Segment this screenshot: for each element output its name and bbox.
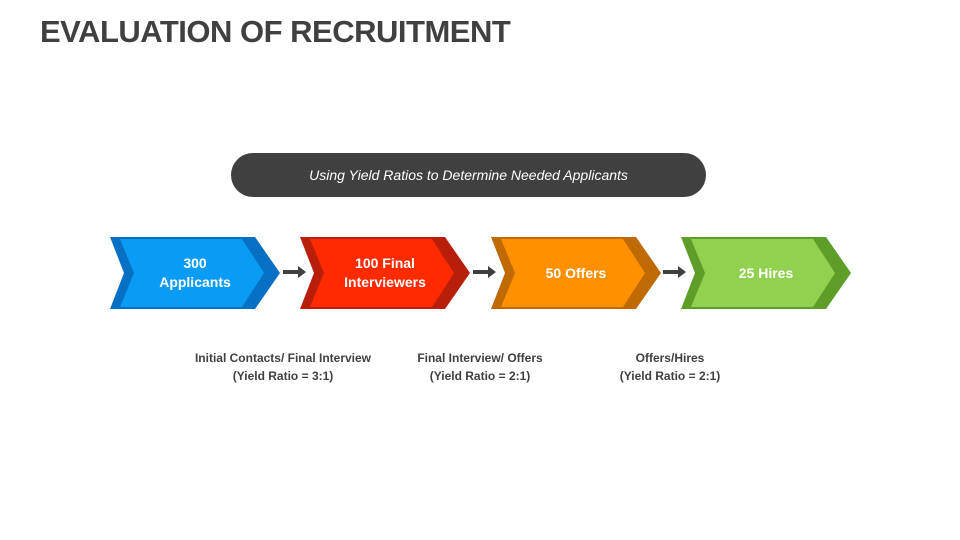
chevron-front	[691, 239, 835, 307]
right-arrow-icon	[473, 266, 496, 278]
stage-label: 25 Hires	[738, 264, 794, 281]
chevron-shape	[300, 237, 470, 309]
stage-label: 50 Offers	[545, 264, 607, 281]
stage-hires: 25 Hires	[681, 237, 851, 309]
chevron-front	[501, 239, 645, 307]
right-arrow-icon	[663, 266, 686, 278]
yield-ratio-caption: Offers/Hires(Yield Ratio = 2:1)	[619, 351, 721, 383]
chevron-shape	[491, 237, 661, 309]
chevron-front	[120, 239, 264, 307]
banner: Using Yield Ratios to Determine Needed A…	[231, 153, 706, 197]
stage-offers: 50 Offers	[491, 237, 661, 309]
banner-text: Using Yield Ratios to Determine Needed A…	[309, 167, 628, 183]
chevron-front	[310, 239, 454, 307]
right-arrow-icon	[283, 266, 306, 278]
page-title: EVALUATION OF RECRUITMENT	[40, 14, 511, 49]
yield-ratio-caption: Final Interview/ Offers(Yield Ratio = 2:…	[417, 351, 543, 383]
yield-ratio-caption: Initial Contacts/ Final Interview(Yield …	[194, 351, 372, 383]
chevron-shape	[110, 237, 280, 309]
chevron-shape	[681, 237, 851, 309]
